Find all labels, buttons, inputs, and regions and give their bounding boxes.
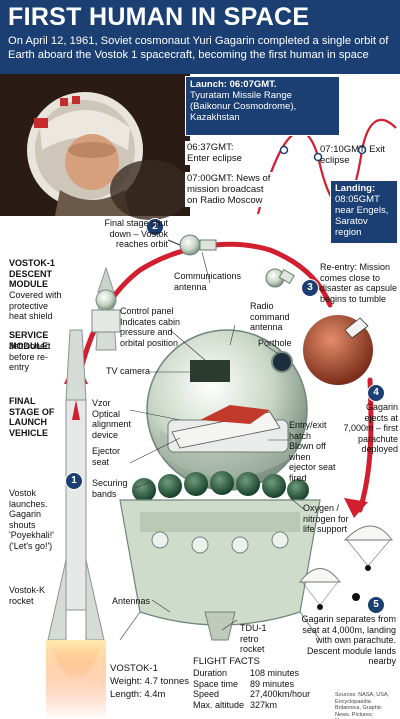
table-row: Speed 27,400km/hour bbox=[193, 689, 316, 700]
step-4-marker: 4 bbox=[367, 384, 385, 402]
spec-name: VOSTOK-1 bbox=[110, 663, 158, 674]
antennas-label: Antennas bbox=[112, 596, 151, 606]
table-row: Space time 89 minutes bbox=[193, 679, 316, 690]
gagarin-photo bbox=[0, 74, 190, 220]
eclipse-enter-label: 06:37GMT: Enter eclipse bbox=[185, 141, 259, 165]
oxygen-tanks bbox=[132, 471, 309, 502]
step-1-marker: 1 bbox=[65, 472, 83, 490]
hatch-label: Entry/exit hatch Blown off when ejector … bbox=[289, 420, 336, 483]
oxygen-label: Oxygen / nitrogen for life support bbox=[303, 503, 349, 534]
control-panel-label: Control panel Indicates cabin pressure a… bbox=[120, 306, 181, 348]
page-subtitle: On April 12, 1961, Soviet cosmonaut Yuri… bbox=[8, 35, 389, 61]
final-stage-label: FINAL STAGE OF LAUNCH VEHICLE bbox=[9, 396, 55, 438]
comm-antenna-label: Communications antenna bbox=[174, 271, 242, 292]
parachutes bbox=[299, 525, 393, 610]
rocket-label: Vostok-K rocket bbox=[9, 585, 46, 606]
flight-facts-heading: FLIGHT FACTS bbox=[193, 656, 260, 667]
descent-module-title: VOSTOK-1 DESCENT MODULE bbox=[9, 258, 55, 289]
service-module-title: SERVICE MODULE: bbox=[9, 330, 51, 351]
orbiting-capsule bbox=[167, 234, 295, 288]
tv-camera-label: TV camera bbox=[106, 366, 151, 376]
fact-value: 89 minutes bbox=[250, 678, 295, 689]
radio-antenna-label: Radio command antenna bbox=[250, 301, 290, 332]
fact-label: Max. altitude bbox=[193, 699, 245, 710]
fact-label: Space time bbox=[193, 678, 239, 689]
step-2-marker: 2 bbox=[146, 218, 164, 236]
capsule-cutaway bbox=[146, 329, 308, 491]
step-4-text: Gagarin ejects at 7,000m – first parachu… bbox=[343, 402, 398, 454]
fact-value: 27,400km/hour bbox=[250, 689, 311, 699]
news-label: 07:00GMT: News of mission broadcast on R… bbox=[185, 172, 275, 207]
step-3-text: Re-entry: Mission comes close to disaste… bbox=[320, 262, 398, 304]
flight-facts-table: Duration 108 minutes Space time 89 minutes… bbox=[193, 668, 316, 710]
descent-module-desc: Covered with protective heat shield bbox=[9, 290, 62, 321]
spec-length: Length: 4.4m bbox=[110, 689, 166, 700]
ejector-seat-label: Ejector seat bbox=[92, 446, 121, 467]
porthole-label: Porthole bbox=[258, 338, 292, 348]
retro-rocket-label: TDU-1 retro rocket bbox=[240, 623, 267, 654]
landing-heading: Landing: bbox=[335, 183, 376, 194]
fact-label: Duration bbox=[193, 668, 228, 678]
launch-time: Launch: 06:07GMT. bbox=[190, 79, 277, 90]
spec-weight: Weight: 4.7 tonnes bbox=[110, 676, 190, 687]
fact-value: 108 minutes bbox=[250, 668, 300, 678]
step-2-text: Final stage shut down – Vostok reaches o… bbox=[104, 218, 168, 249]
launch-box: Launch: 06:07GMT. Tyuratam Missile Range… bbox=[185, 76, 340, 136]
table-row: Max. altitude 327km bbox=[193, 700, 316, 711]
descent-module-small bbox=[91, 289, 121, 333]
step-5-marker: 5 bbox=[367, 596, 385, 614]
table-row: Duration 108 minutes bbox=[193, 668, 316, 679]
step-3-marker: 3 bbox=[301, 279, 319, 297]
credits: Sources: NASA, USA, Encyclopaedia Britan… bbox=[335, 692, 390, 719]
step-5-text: Gagarin separates from seat at 4,000m, l… bbox=[301, 614, 396, 666]
header-banner bbox=[0, 0, 400, 74]
landing-detail: 08:05GMT near Engels, Saratov region bbox=[335, 194, 389, 238]
fact-value: 327km bbox=[250, 699, 278, 710]
fact-label: Speed bbox=[193, 689, 220, 699]
service-module bbox=[119, 499, 321, 641]
eclipse-exit-label: 07:10GMT: Exit eclipse bbox=[320, 144, 385, 166]
specs-block: VOSTOK-1 Weight: 4.7 tonnes Length: 4.4m bbox=[110, 662, 190, 701]
page-title: FIRST HUMAN IN SPACE bbox=[8, 3, 310, 31]
vzor-label: Vzor Optical alignment device bbox=[92, 398, 132, 440]
service-module-desc: Jettisoned before re-entry bbox=[9, 341, 51, 372]
launch-location: Tyuratam Missile Range (Baikonur Cosmodr… bbox=[190, 90, 297, 123]
flight-facts: FLIGHT FACTS Duration 108 minutes Space t… bbox=[193, 656, 338, 710]
step-1-text: Vostok launches. Gagarin shouts 'Poyekha… bbox=[9, 488, 54, 551]
landing-box: Landing: 08:05GMT near Engels, Saratov r… bbox=[330, 180, 398, 244]
securing-bands-label: Securing bands bbox=[92, 478, 128, 499]
